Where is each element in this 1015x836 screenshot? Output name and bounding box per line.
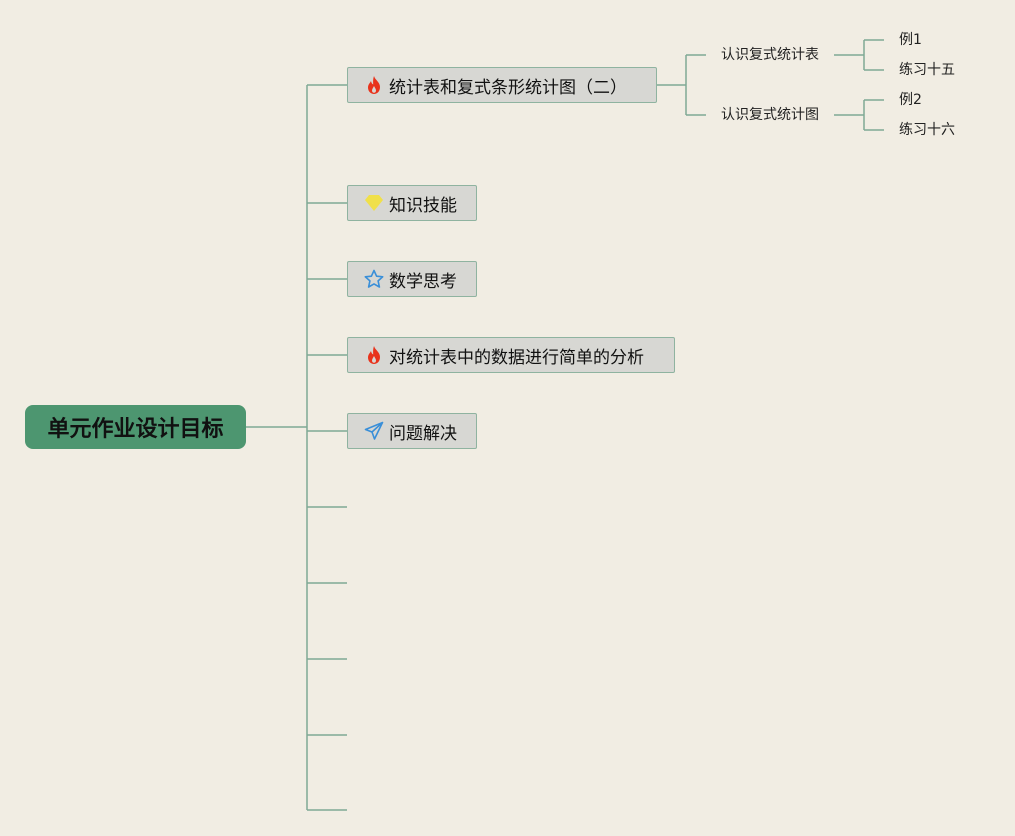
leaf-topic-label: 练习十五 (899, 62, 955, 78)
sub-topic-compound-chart[interactable]: 认识复式统计图 (721, 106, 819, 124)
branch-topic-label: 知识技能 (389, 195, 457, 216)
branch-topic-label: 问题解决 (389, 423, 457, 444)
sub-topic-compound-table[interactable]: 认识复式统计表 (721, 46, 819, 64)
leaf-topic-exercise-15[interactable]: 练习十五 (899, 61, 955, 79)
leaf-topic-label: 练习十六 (899, 122, 955, 138)
branch-topic-statistics-table[interactable]: 统计表和复式条形统计图（二） (347, 67, 657, 103)
branch-topic-label: 统计表和复式条形统计图（二） (389, 77, 627, 98)
branch-topic-label: 对统计表中的数据进行简单的分析 (389, 347, 644, 368)
fire-icon (363, 344, 385, 366)
diamond-icon (363, 192, 385, 214)
branch-topic-label: 数学思考 (389, 271, 457, 292)
star-icon (363, 268, 385, 290)
root-topic-label: 单元作业设计目标 (47, 417, 224, 442)
leaf-topic-label: 例1 (899, 32, 922, 48)
leaf-topic-example-2[interactable]: 例2 (899, 91, 922, 109)
branch-topic-math-thinking[interactable]: 数学思考 (347, 261, 477, 297)
leaf-topic-exercise-16[interactable]: 练习十六 (899, 121, 955, 139)
sub-topic-label: 认识复式统计图 (721, 107, 819, 123)
paper-plane-icon (363, 420, 385, 442)
sub-topic-label: 认识复式统计表 (721, 47, 819, 63)
branch-topic-problem-solving[interactable]: 问题解决 (347, 413, 477, 449)
leaf-topic-label: 例2 (899, 92, 922, 108)
root-topic[interactable]: 单元作业设计目标 (25, 405, 246, 449)
fire-icon (363, 74, 385, 96)
branch-topic-knowledge-skills[interactable]: 知识技能 (347, 185, 477, 221)
branch-topic-data-analysis[interactable]: 对统计表中的数据进行简单的分析 (347, 337, 675, 373)
leaf-topic-example-1[interactable]: 例1 (899, 31, 922, 49)
